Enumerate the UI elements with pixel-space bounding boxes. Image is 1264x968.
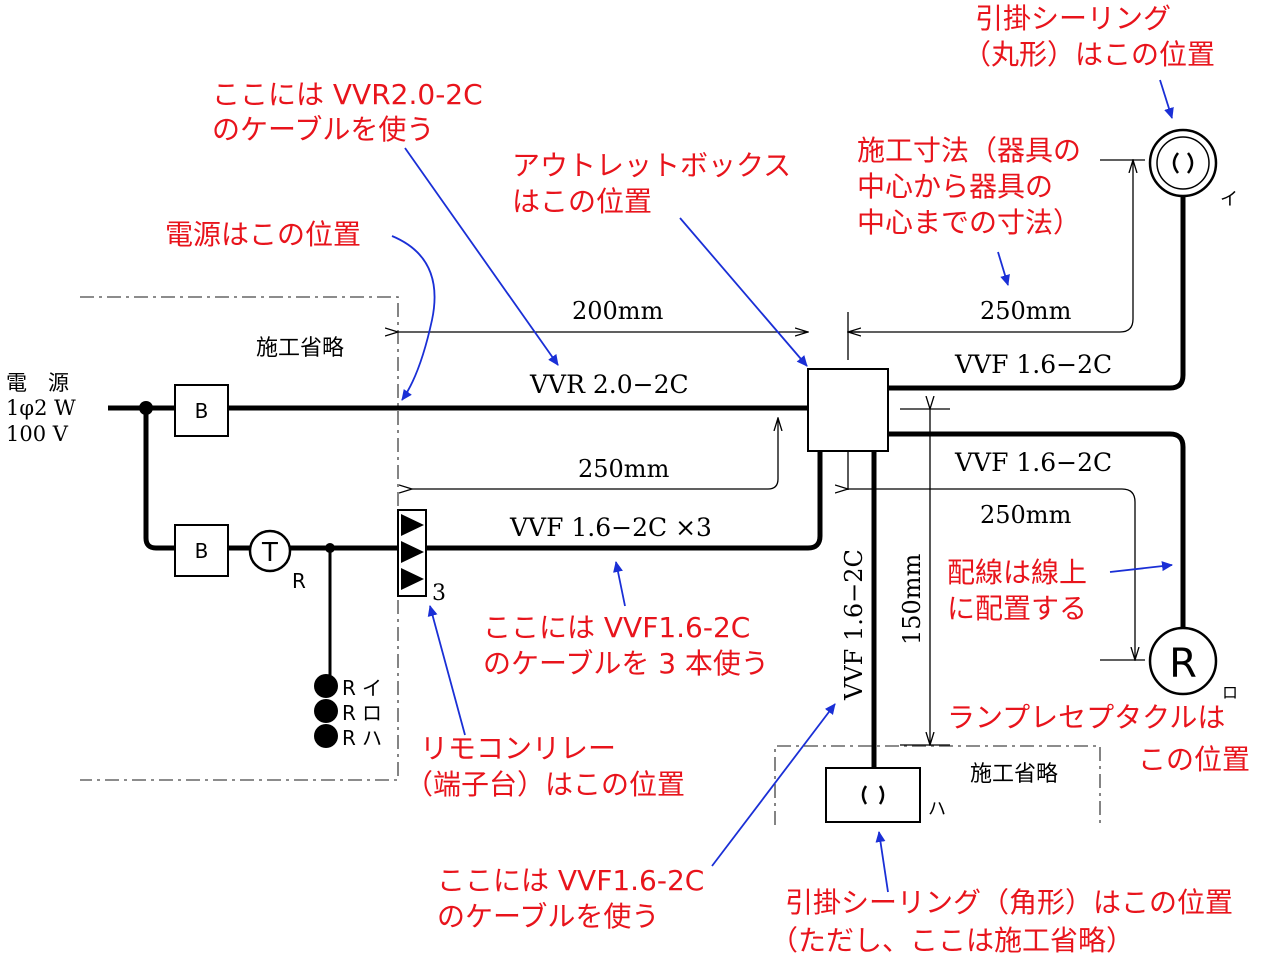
- wire-to-lamp-i: [888, 196, 1186, 391]
- ann-dim-line1: 施工寸法（器具の: [857, 134, 1081, 167]
- ann-lamp-line1: ランプレセプタクルは: [947, 701, 1225, 734]
- ann-remote-line1: ここには VVF1.6-2C: [483, 611, 750, 644]
- svg-text:T: T: [261, 538, 278, 568]
- omit-left-label: 施工省略: [256, 336, 344, 361]
- wiring: [108, 196, 1186, 768]
- svg-text:R: R: [342, 701, 356, 725]
- ann-ceiling-square-line1: 引掛シーリング（角形）はこの位置: [785, 886, 1233, 919]
- ann-ceiling-round-line2: （丸形）はこの位置: [963, 38, 1215, 71]
- ann-remote-line2: のケーブルを 3 本使う: [483, 647, 769, 680]
- ann-lamp-line2: この位置: [1138, 743, 1250, 776]
- ceiling-round: [1148, 128, 1218, 198]
- omit-bottom-label: 施工省略: [970, 762, 1058, 787]
- svg-text:ロ: ロ: [362, 701, 382, 725]
- ann-outlet-line2: はこの位置: [512, 185, 652, 218]
- breaker-main-label: B: [195, 399, 209, 423]
- ann-vvr-line2: のケーブルを使う: [212, 113, 434, 146]
- power-source-line2: 1φ2 W: [6, 396, 76, 420]
- svg-text:イ: イ: [1220, 189, 1238, 210]
- dim-250-right: 250mm: [980, 501, 1072, 529]
- remote-cable-wire: [426, 452, 823, 551]
- cable-main-label: VVR 2.0−2C: [529, 370, 689, 399]
- svg-text:R: R: [342, 676, 356, 700]
- omit-bottom-boundary: [774, 745, 1101, 825]
- svg-text:R: R: [342, 726, 356, 750]
- ann-vvf-down-line1: ここには VVF1.6-2C: [437, 864, 704, 897]
- lamp-receptacle: [1148, 626, 1218, 696]
- svg-text:R: R: [1169, 641, 1197, 687]
- ann-dim-line3: 中心までの寸法）: [857, 206, 1081, 239]
- outlet-box: [807, 368, 889, 452]
- breaker-main: [174, 384, 229, 437]
- svg-text:イ: イ: [362, 676, 382, 700]
- relay-2: [314, 699, 338, 723]
- ann-vvf-down-line2: のケーブルを使う: [437, 900, 659, 933]
- ann-ceiling-round-line1: 引掛シーリング: [975, 2, 1171, 35]
- relay-1: [314, 674, 338, 698]
- cable-down-label: VVF 1.6−2C: [840, 549, 868, 701]
- timer-symbol: [248, 529, 292, 573]
- wire-to-lamp-ro: [888, 431, 1186, 628]
- ceiling-square: [825, 767, 921, 823]
- svg-text:ハ: ハ: [928, 799, 946, 820]
- ann-dim-line2: 中心から器具の: [857, 170, 1053, 203]
- svg-text:3: 3: [432, 581, 446, 606]
- dim-200: 200mm: [572, 297, 664, 325]
- annotations: ここには VVR2.0-2C のケーブルを使う 電源はこの位置 アウトレットボッ…: [165, 2, 1250, 957]
- breaker-branch-label: B: [195, 539, 209, 563]
- ann-power: 電源はこの位置: [165, 218, 361, 251]
- svg-text:ロ: ロ: [1222, 683, 1238, 702]
- power-source-line3: 100 V: [6, 422, 69, 446]
- ann-relay-line2: （端子台）はこの位置: [405, 768, 685, 801]
- cable-mid-right-label: VVF 1.6−2C: [954, 448, 1112, 477]
- power-source-line1: 電 源: [6, 371, 69, 395]
- ann-ceiling-square-line2: （ただし、ここは施工省略）: [770, 924, 1134, 957]
- ann-outlet-line1: アウトレットボックス: [512, 149, 791, 182]
- breaker-branch: [174, 524, 229, 577]
- dim-250-left: 250mm: [578, 455, 670, 483]
- branch-wire: [143, 408, 175, 551]
- ann-wire-line2: に配置する: [947, 592, 1087, 625]
- svg-text:ハ: ハ: [362, 726, 382, 750]
- annotation-arrows: [391, 79, 1174, 893]
- ann-vvr-line1: ここには VVR2.0-2C: [212, 78, 483, 111]
- dim-150: 150mm: [898, 553, 926, 645]
- svg-text:R: R: [292, 569, 306, 593]
- dim-250-top: 250mm: [980, 297, 1072, 325]
- ann-relay-line1: リモコンリレー: [420, 732, 616, 765]
- cable-top-right-label: VVF 1.6−2C: [954, 350, 1112, 379]
- cable-remote-label: VVF 1.6−2C ×3: [509, 513, 712, 542]
- relay-3: [314, 724, 338, 748]
- ann-wire-line1: 配線は線上: [947, 556, 1087, 589]
